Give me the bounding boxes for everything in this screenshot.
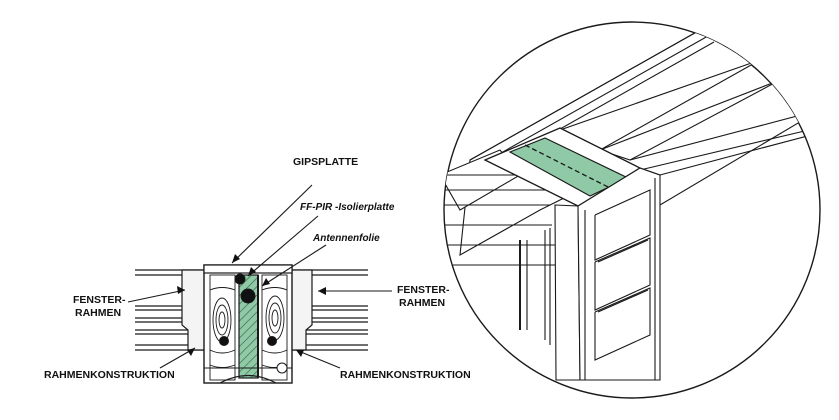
label-fensterrahmen-right-1: FENSTER- (397, 284, 450, 296)
label-rahmenkonstruktion-right: RAHMENKONSTRUKTION (340, 369, 471, 381)
label-fensterrahmen-left-2: RAHMEN (75, 307, 121, 319)
window-frame-left (135, 269, 206, 351)
label-rahmenkonstruktion-left: RAHMENKONSTRUKTION (44, 369, 175, 381)
screw-dot (219, 336, 229, 346)
cross-section-detail (127, 184, 392, 384)
screw-dot (267, 336, 277, 346)
label-ff-pir-isolierplatte: FF-PIR -Isolierplatte (300, 202, 395, 213)
wood-block-right (261, 274, 288, 381)
label-gipsplatte: GIPSPLATTE (293, 156, 358, 168)
screw-dot (234, 273, 246, 285)
screw-dot (240, 288, 256, 304)
window-frame-right (289, 269, 368, 351)
label-fensterrahmen-right-2: RAHMEN (399, 297, 445, 309)
isometric-detail (443, 21, 821, 399)
screw-dot (276, 362, 288, 374)
leader-lines (127, 184, 392, 369)
wood-block-left (209, 274, 236, 381)
gipsplatte-layer (203, 264, 293, 274)
label-antennenfolie: Antennenfolie (312, 233, 380, 244)
label-fensterrahmen-left-1: FENSTER- (73, 294, 126, 306)
